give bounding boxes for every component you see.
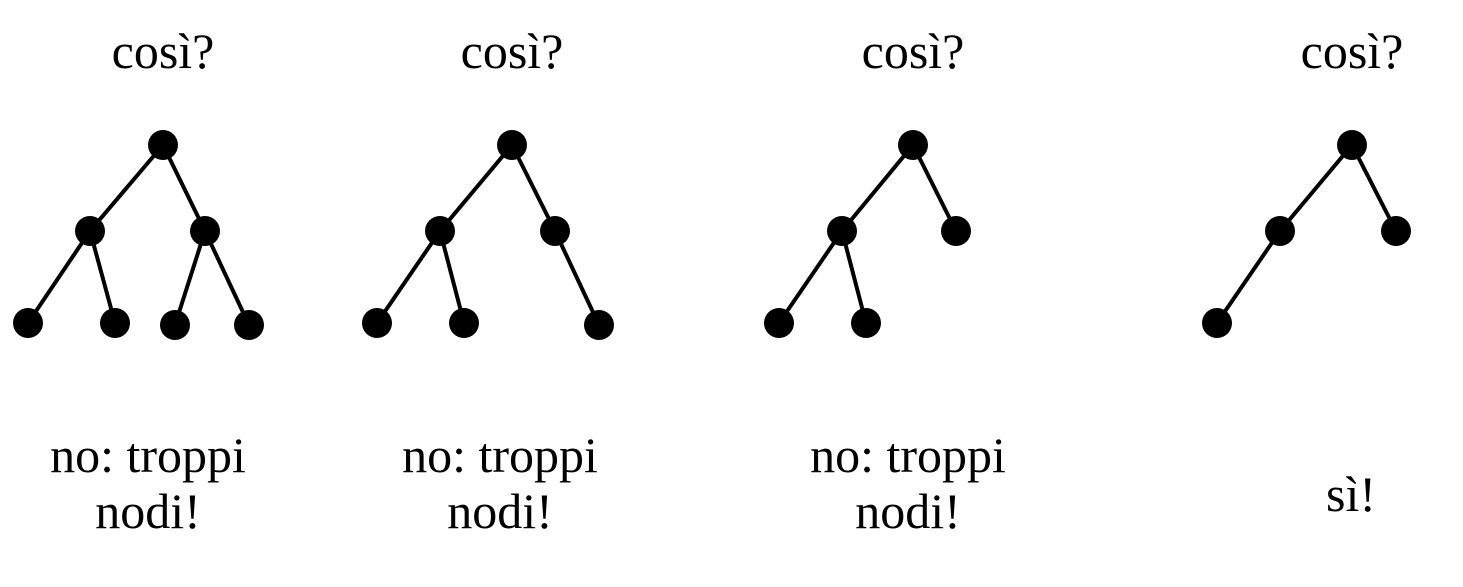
panel-1: così? no: troppi nodi!: [0, 0, 330, 587]
tree-edge-l-ll: [375, 229, 442, 325]
tree-node-rl: [160, 310, 190, 340]
tree-node-r: [1381, 216, 1411, 246]
question-label: così?: [861, 23, 965, 79]
tree-edge-root-r: [510, 144, 557, 232]
verdict-label: no: troppi nodi!: [0, 427, 298, 539]
verdict-line-1: no: troppi: [50, 427, 246, 483]
tree-node-r: [941, 216, 971, 246]
tree-edge-l-lr: [88, 230, 117, 324]
panel-4: così? sì!: [1188, 0, 1463, 587]
tree-edge-r-rr: [553, 230, 601, 326]
tree-edge-root-l: [438, 143, 514, 233]
panel-2: così? no: troppi nodi!: [345, 0, 675, 587]
question-label: così?: [460, 23, 564, 79]
tree-node-r: [540, 216, 570, 246]
tree-edge-root-l: [840, 143, 915, 233]
tree-node-rr: [234, 310, 264, 340]
tree-node-root: [1337, 130, 1367, 160]
tree-node-l: [827, 216, 857, 246]
panel-3: così? no: troppi nodi!: [748, 0, 1078, 587]
tree-node-root: [497, 130, 527, 160]
verdict-line-1: no: troppi: [402, 427, 598, 483]
tree-node-rr: [584, 310, 614, 340]
tree-edge-r-rr: [203, 230, 251, 326]
question-label: così?: [111, 23, 215, 79]
verdict-line-2: nodi!: [855, 483, 961, 539]
tree-diagram: [13, 130, 264, 340]
tree-edge-l-lr: [840, 230, 868, 324]
tree-node-ll: [13, 308, 43, 338]
tree-edge-root-l: [88, 143, 165, 233]
verdict-label: sì!: [1201, 466, 1463, 522]
tree-edge-l-ll: [1215, 229, 1282, 325]
tree-node-ll: [362, 308, 392, 338]
tree-node-l: [1265, 216, 1295, 246]
verdict-line-1: sì!: [1326, 466, 1376, 522]
tree-diagram: [1202, 130, 1411, 338]
question-label: così?: [1300, 23, 1404, 79]
tree-node-root: [148, 130, 178, 160]
tree-edge-l-lr: [438, 230, 466, 324]
tree-edge-l-ll: [777, 229, 844, 325]
verdict-line-1: no: troppi: [810, 427, 1006, 483]
tree-node-l: [75, 216, 105, 246]
tree-node-root: [898, 130, 928, 160]
tree-edge-l-ll: [26, 229, 92, 325]
tree-node-l: [425, 216, 455, 246]
verdict-line-2: nodi!: [447, 483, 553, 539]
tree-node-lr: [449, 308, 479, 338]
verdict-label: no: troppi nodi!: [350, 427, 650, 539]
tree-edge-root-r: [161, 144, 207, 232]
tree-edge-root-r: [1350, 144, 1398, 232]
tree-node-lr: [851, 308, 881, 338]
tree-node-r: [190, 216, 220, 246]
tree-edge-root-l: [1278, 143, 1354, 233]
tree-edge-r-rl: [173, 230, 207, 326]
tree-node-ll: [764, 308, 794, 338]
tree-diagram: [764, 130, 971, 338]
tree-edge-root-r: [911, 144, 958, 232]
verdict-label: no: troppi nodi!: [758, 427, 1058, 539]
tree-node-ll: [1202, 308, 1232, 338]
verdict-line-2: nodi!: [95, 483, 201, 539]
tree-diagram: [362, 130, 614, 340]
tree-node-lr: [100, 308, 130, 338]
